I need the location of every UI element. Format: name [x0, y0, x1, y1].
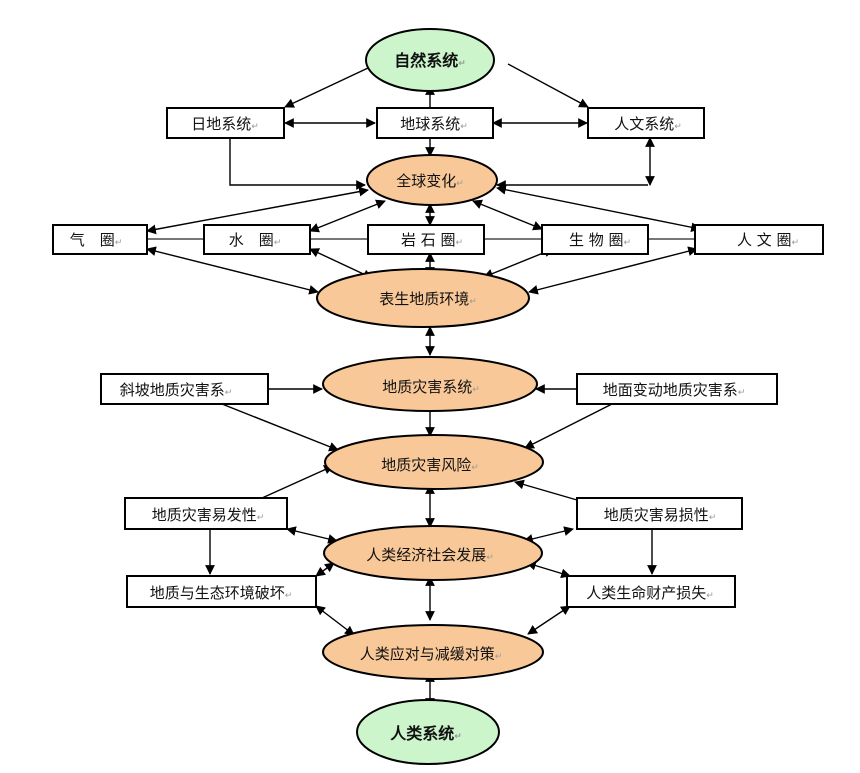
- edge-atmosphere-surface: [146, 246, 319, 295]
- paragraph-mark-icon: ↵: [285, 591, 293, 601]
- paragraph-mark-icon: ↵: [709, 513, 717, 523]
- edge-natural-to-sunearth: [284, 67, 369, 108]
- edge-susceptibility-socioeconomic: [286, 526, 338, 544]
- edge-grounddeform-to-risk: [524, 403, 613, 449]
- node-slope-geohazard: 斜坡地质灾害系↵: [100, 373, 269, 405]
- node-biosphere: 生 物 圈↵: [541, 224, 649, 255]
- edge-socioeconomic-loss: [526, 560, 571, 579]
- node-hydrosphere: 水 圈↵: [203, 224, 311, 255]
- label-socio-economic-dev: 人类经济社会发展↵: [366, 546, 494, 564]
- label-hazard-susceptibility: 地质灾害易发性↵: [152, 506, 265, 524]
- paragraph-mark-icon: ↵: [456, 238, 464, 248]
- paragraph-mark-icon: ↵: [486, 553, 494, 563]
- label-surface-geo-env: 表生地质环境↵: [379, 290, 477, 308]
- node-life-property-loss: 人类生命财产损失↵: [566, 575, 736, 608]
- edge-anthroposphere-surface: [528, 246, 698, 295]
- edge-loss-response: [527, 605, 571, 635]
- node-geohazard-risk: 地质灾害风险↵: [324, 434, 544, 490]
- label-sun-earth-system: 日地系统↵: [191, 115, 259, 133]
- paragraph-mark-icon: ↵: [456, 179, 464, 189]
- paragraph-mark-icon: ↵: [115, 238, 123, 248]
- node-geohazard-system: 地质灾害系统↵: [322, 356, 538, 412]
- label-lithosphere: 岩 石 圈↵: [401, 231, 463, 249]
- edge-globalchange-hydrosphere: [309, 199, 386, 233]
- edge-slope-to-risk: [221, 403, 339, 452]
- node-hazard-susceptibility: 地质灾害易发性↵: [124, 497, 288, 530]
- label-geohazard-system: 地质灾害系统↵: [382, 378, 480, 396]
- paragraph-mark-icon: ↵: [624, 238, 632, 248]
- label-anthroposphere: 人 文 圈↵: [737, 231, 799, 249]
- label-hydrosphere: 水 圈↵: [229, 231, 282, 249]
- edge-sunearth-to-globalchange: [229, 138, 366, 190]
- node-atmosphere: 气 圈↵: [52, 224, 148, 255]
- label-life-property-loss: 人类生命财产损失↵: [586, 584, 714, 602]
- label-biosphere: 生 物 圈↵: [569, 231, 631, 249]
- label-geo-eco-damage: 地质与生态环境破坏↵: [150, 584, 293, 602]
- paragraph-mark-icon: ↵: [454, 732, 462, 742]
- paragraph-mark-icon: ↵: [471, 463, 479, 473]
- paragraph-mark-icon: ↵: [274, 238, 282, 248]
- node-sun-earth-system: 日地系统↵: [166, 107, 285, 139]
- label-natural-system: 自然系统↵: [394, 51, 466, 70]
- label-earth-system: 地球系统↵: [400, 115, 468, 133]
- label-human-response: 人类应对与减缓对策↵: [360, 645, 503, 663]
- node-human-response: 人类应对与减缓对策↵: [322, 624, 544, 680]
- edge-hydrosphere-surface: [309, 248, 373, 279]
- label-atmosphere: 气 圈↵: [70, 231, 123, 249]
- paragraph-mark-icon: ↵: [225, 388, 233, 398]
- node-earth-system: 地球系统↵: [376, 107, 494, 139]
- node-human-culture-system: 人文系统↵: [587, 107, 705, 139]
- paragraph-mark-icon: ↵: [792, 238, 800, 248]
- edges: [146, 63, 701, 708]
- label-slope-geohazard: 斜坡地质灾害系↵: [120, 381, 233, 399]
- edge-natural-to-humanculture: [507, 63, 589, 108]
- edge-vulnerability-to-risk: [514, 479, 578, 501]
- node-natural-system: 自然系统↵: [365, 28, 495, 92]
- label-hazard-vulnerability: 地质灾害易损性↵: [604, 506, 717, 524]
- node-global-change: 全球变化↵: [366, 154, 498, 206]
- node-geo-eco-damage: 地质与生态环境破坏↵: [126, 575, 317, 608]
- edge-damage-response: [315, 605, 355, 636]
- node-lithosphere: 岩 石 圈↵: [367, 224, 485, 255]
- node-socio-economic-dev: 人类经济社会发展↵: [323, 525, 543, 581]
- paragraph-mark-icon: ↵: [458, 59, 466, 69]
- label-global-change: 全球变化↵: [396, 172, 464, 190]
- label-human-system: 人类系统↵: [390, 724, 462, 743]
- edge-socioeconomic-damage: [315, 562, 335, 577]
- node-anthroposphere: 人 文 圈↵: [694, 224, 824, 255]
- node-ground-deform-geohazard: 地面变动地质灾害系↵: [576, 373, 778, 405]
- edge-susceptibility-to-risk: [261, 465, 334, 499]
- edge-vulnerability-socioeconomic: [523, 526, 574, 544]
- paragraph-mark-icon: ↵: [738, 388, 746, 398]
- label-geohazard-risk: 地质灾害风险↵: [381, 456, 479, 474]
- paragraph-mark-icon: ↵: [472, 385, 480, 395]
- edge-globalchange-anthroposphere: [496, 184, 701, 233]
- nodes: 自然系统↵ 日地系统↵ 地球系统↵ 人文系统↵ 全球变化↵ 气 圈↵ 水 圈↵: [52, 28, 824, 765]
- paragraph-mark-icon: ↵: [674, 122, 682, 132]
- label-ground-deform-geohazard: 地面变动地质灾害系↵: [603, 381, 746, 399]
- edge-globalchange-atmosphere: [146, 186, 369, 235]
- paragraph-mark-icon: ↵: [495, 652, 503, 662]
- node-surface-geo-env: 表生地质环境↵: [316, 268, 530, 328]
- paragraph-mark-icon: ↵: [469, 297, 477, 307]
- node-human-system: 人类系统↵: [356, 699, 500, 765]
- label-human-culture-system: 人文系统↵: [614, 115, 682, 133]
- paragraph-mark-icon: ↵: [257, 513, 265, 523]
- paragraph-mark-icon: ↵: [460, 122, 468, 132]
- paragraph-mark-icon: ↵: [706, 591, 714, 601]
- paragraph-mark-icon: ↵: [251, 122, 259, 132]
- node-hazard-vulnerability: 地质灾害易损性↵: [576, 497, 743, 530]
